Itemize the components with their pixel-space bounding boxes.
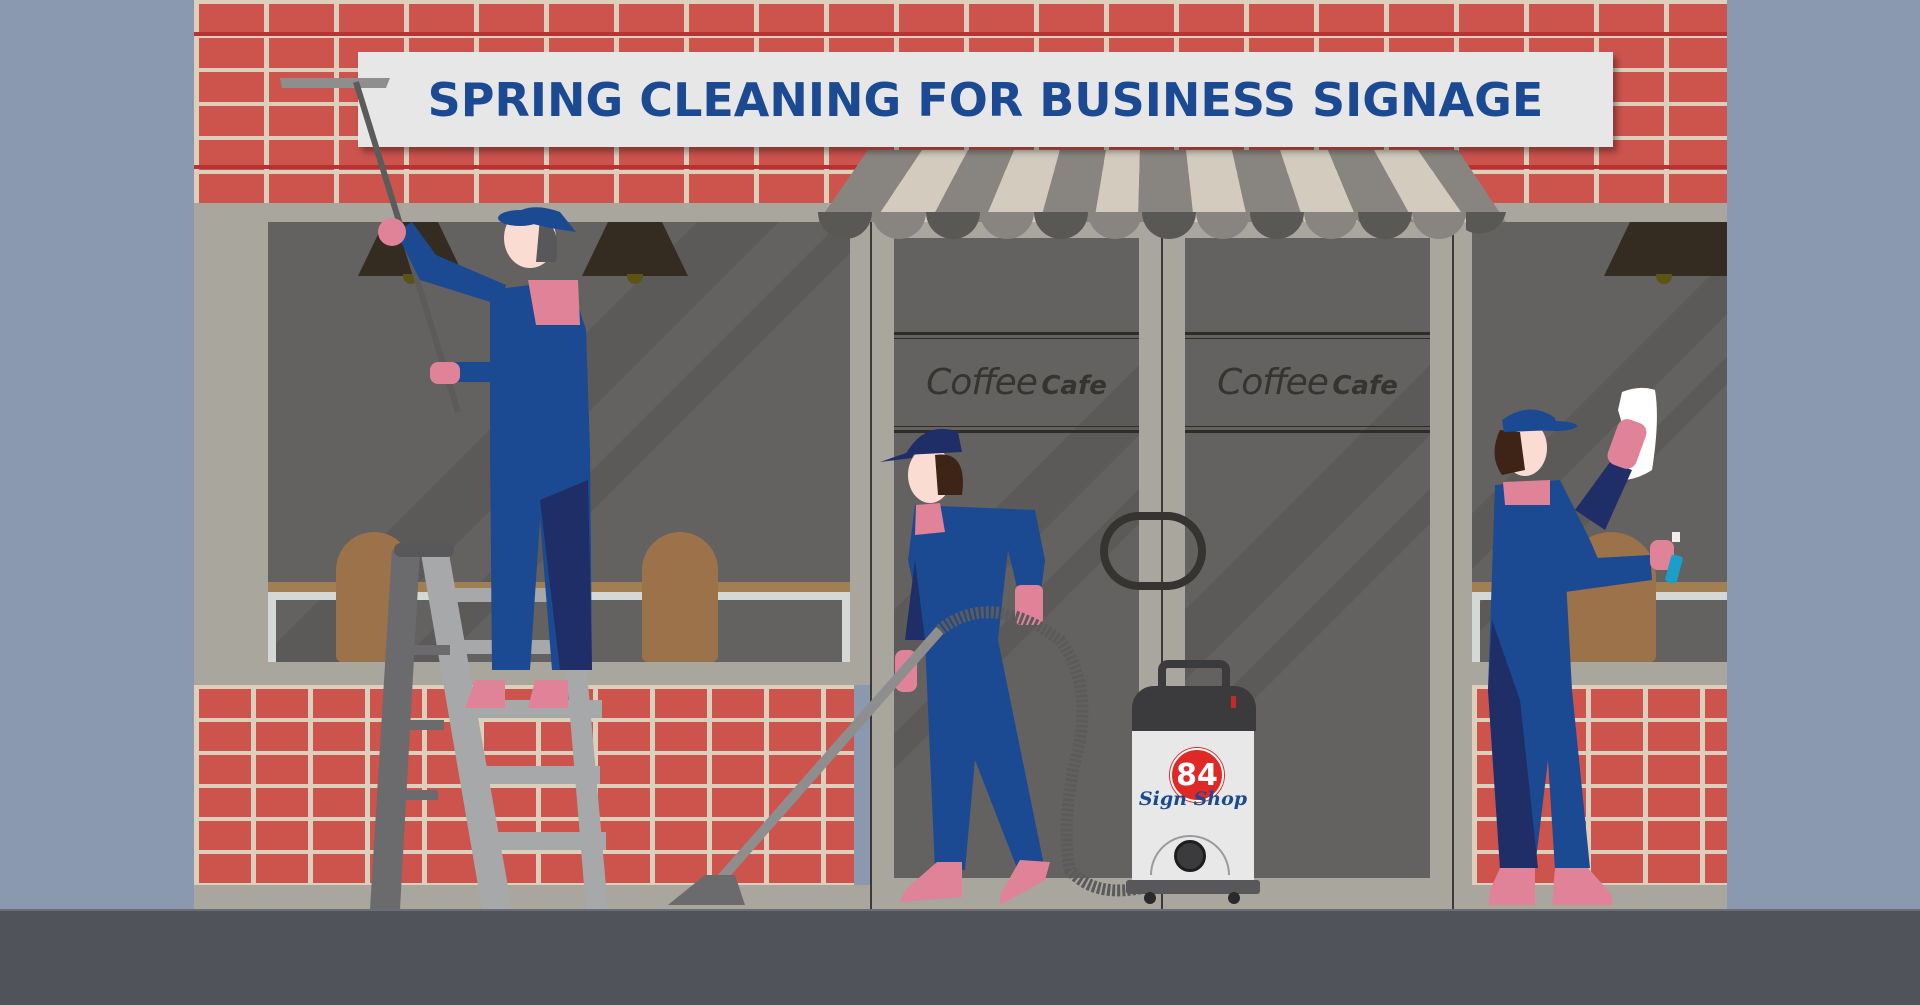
awning-scallops — [818, 212, 1506, 239]
decal-line-top — [894, 332, 1139, 335]
decal-line-bottom-thin — [1185, 426, 1430, 427]
cafe-chair — [1566, 532, 1656, 662]
vacuum-wheel — [1144, 892, 1156, 904]
cafe-chair — [642, 532, 718, 662]
awning-stripes — [818, 150, 1506, 222]
decal-bold: Cafe — [1041, 371, 1107, 401]
decal-line-top — [1185, 332, 1430, 335]
sidewalk — [0, 909, 1920, 1005]
door-decal: Coffee Cafe — [1185, 362, 1430, 403]
decal-line-bottom — [1185, 430, 1430, 433]
lower-left-brick-wall — [194, 685, 854, 885]
vacuum-wheel — [1228, 892, 1240, 904]
right-base — [1454, 885, 1727, 909]
power-indicator — [1231, 696, 1236, 708]
vacuum-cleaner: 84 Sign Shop — [1126, 660, 1260, 905]
decal-bold: Cafe — [1332, 371, 1398, 401]
lamp-bulb — [1656, 274, 1672, 284]
sign-headline: SPRING CLEANING FOR BUSINESS SIGNAGE — [427, 72, 1544, 127]
door-frame-line-right — [1452, 222, 1454, 909]
door-frame-line-left — [870, 222, 872, 909]
pendant-lamp — [1604, 222, 1727, 276]
vacuum-base — [1126, 880, 1260, 894]
vacuum-handle — [1158, 660, 1230, 690]
decal-script: Coffee — [926, 362, 1038, 403]
cafe-chair — [336, 532, 412, 662]
decal-script: Coffee — [1217, 362, 1329, 403]
decal-line-bottom-thin — [894, 426, 1139, 427]
logo-number: 84 — [1176, 757, 1218, 793]
decal-line-top-thin — [1185, 338, 1430, 339]
pendant-lamp — [358, 222, 464, 276]
brick-ledge-top — [194, 32, 1727, 36]
logo-circle: 84 — [1170, 748, 1224, 802]
sign-shop-logo: 84 Sign Shop — [1132, 748, 1254, 810]
lamp-bulb — [627, 274, 643, 284]
pendant-lamp — [582, 222, 688, 276]
door-decal: Coffee Cafe — [894, 362, 1139, 403]
lower-right-brick-wall — [1472, 685, 1727, 885]
vacuum-lid — [1132, 686, 1256, 731]
decal-line-top-thin — [894, 338, 1139, 339]
left-base — [194, 885, 870, 909]
right-window-sill — [1454, 662, 1727, 685]
headline-sign: SPRING CLEANING FOR BUSINESS SIGNAGE — [358, 52, 1613, 147]
left-door[interactable]: Coffee Cafe — [872, 222, 1170, 909]
left-door-handle[interactable] — [1100, 512, 1170, 590]
striped-awning — [818, 150, 1506, 239]
decal-line-bottom — [894, 430, 1139, 433]
logo-text: Sign Shop — [1138, 788, 1248, 810]
vacuum-fan — [1174, 840, 1206, 872]
left-window-sill — [194, 662, 870, 685]
right-door-handle[interactable] — [1154, 512, 1206, 590]
